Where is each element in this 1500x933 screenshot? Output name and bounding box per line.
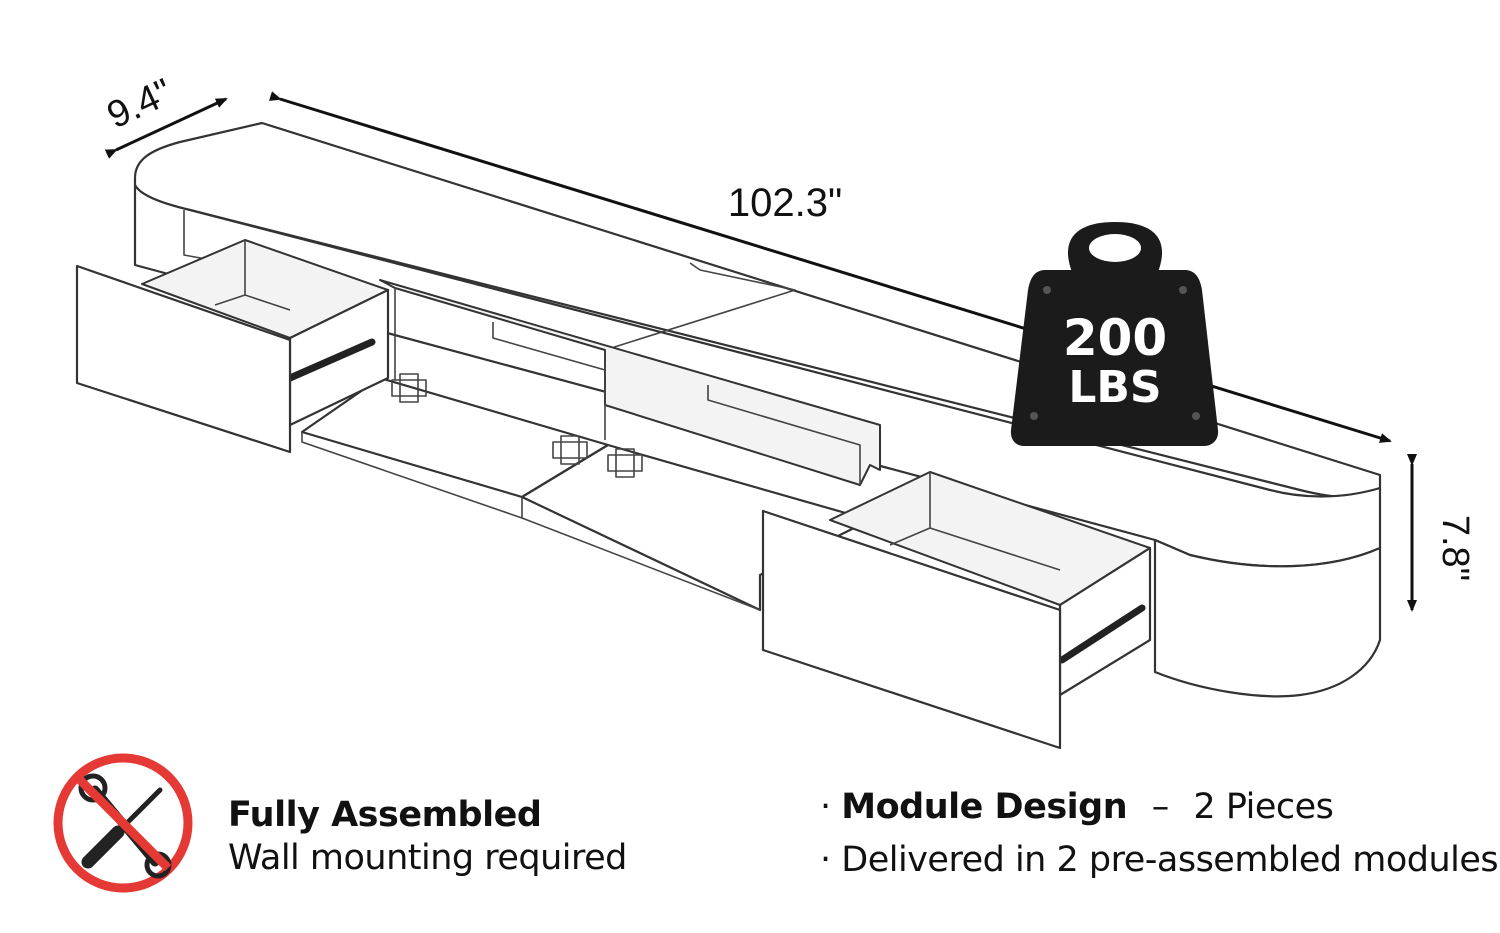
feature-separator: –	[1151, 787, 1170, 827]
feature-value: 2 Pieces	[1193, 787, 1334, 827]
feature-item: · Module Design – 2 Pieces	[820, 787, 1334, 827]
feature-item: · Delivered in 2 pre-assembled modules	[820, 840, 1499, 880]
weight-unit: LBS	[1068, 362, 1161, 413]
depth-arrow	[104, 97, 228, 159]
height-label: 7.8"	[1434, 515, 1476, 581]
hinge	[607, 448, 643, 478]
drawer-left-front	[75, 264, 292, 454]
assembly-subtitle: Wall mounting required	[228, 838, 627, 878]
feature-label: Module Design	[841, 787, 1128, 827]
weight-value: 200	[1063, 309, 1167, 367]
no-tools-icon	[53, 753, 193, 893]
assembly-title: Fully Assembled	[228, 795, 542, 835]
feature-bullet: ·	[820, 840, 831, 880]
weight-icon: 200 LBS	[1010, 222, 1219, 446]
feature-value: Delivered in 2 pre-assembled modules	[841, 840, 1499, 880]
feature-bullet: ·	[820, 787, 831, 827]
drawer-right	[761, 471, 1152, 750]
stand-right-end	[1153, 538, 1382, 698]
drawer-right-front	[761, 509, 1062, 750]
length-label: 102.3"	[728, 181, 842, 225]
